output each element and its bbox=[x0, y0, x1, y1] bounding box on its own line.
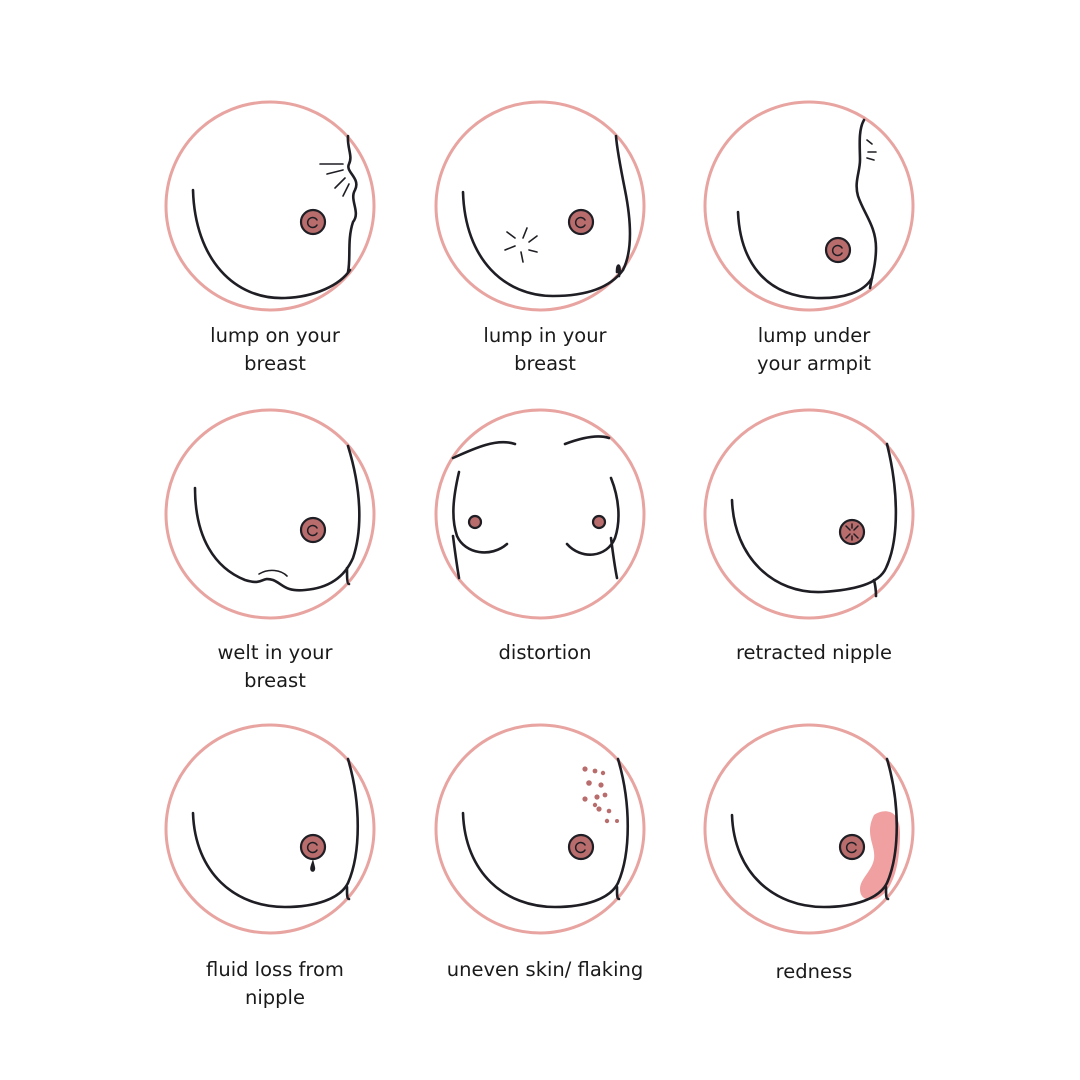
symptom-flaking: uneven skin/ flaking bbox=[434, 723, 655, 1053]
symptom-label: welt in your breast bbox=[217, 641, 333, 692]
symptom-label: retracted nipple bbox=[735, 641, 893, 664]
symptom-label: distortion bbox=[498, 641, 592, 664]
symptom-distortion: distortion bbox=[434, 408, 655, 738]
symptom-redness: redness bbox=[703, 723, 924, 1053]
flaking-dots bbox=[582, 766, 619, 824]
retracted-illustration bbox=[703, 408, 915, 620]
symptom-retracted: retracted nipple bbox=[703, 408, 924, 738]
lump-armpit-illustration bbox=[703, 100, 915, 312]
welt-illustration bbox=[164, 408, 376, 620]
fluid-illustration bbox=[164, 723, 376, 935]
symptom-welt: welt in your breast bbox=[164, 408, 385, 738]
symptom-fluid: fluid loss from nipple bbox=[164, 723, 385, 1053]
redness-illustration bbox=[703, 723, 915, 935]
symptom-label: lump under your armpit bbox=[756, 324, 872, 375]
symptom-lump-on: lump on your breast bbox=[164, 100, 385, 430]
lump-on-illustration bbox=[164, 100, 376, 312]
symptom-label: lump in your breast bbox=[483, 324, 607, 375]
lump-in-illustration bbox=[434, 100, 646, 312]
symptom-label: lump on your breast bbox=[210, 324, 340, 375]
symptom-lump-in: lump in your breast bbox=[434, 100, 655, 430]
symptom-label: fluid loss from nipple bbox=[206, 958, 344, 1009]
symptom-lump-armpit: lump under your armpit bbox=[703, 100, 924, 430]
distortion-illustration bbox=[434, 408, 646, 620]
symptom-label: uneven skin/ flaking bbox=[446, 958, 644, 981]
flaking-illustration bbox=[434, 723, 646, 935]
symptom-label: redness bbox=[775, 960, 853, 983]
